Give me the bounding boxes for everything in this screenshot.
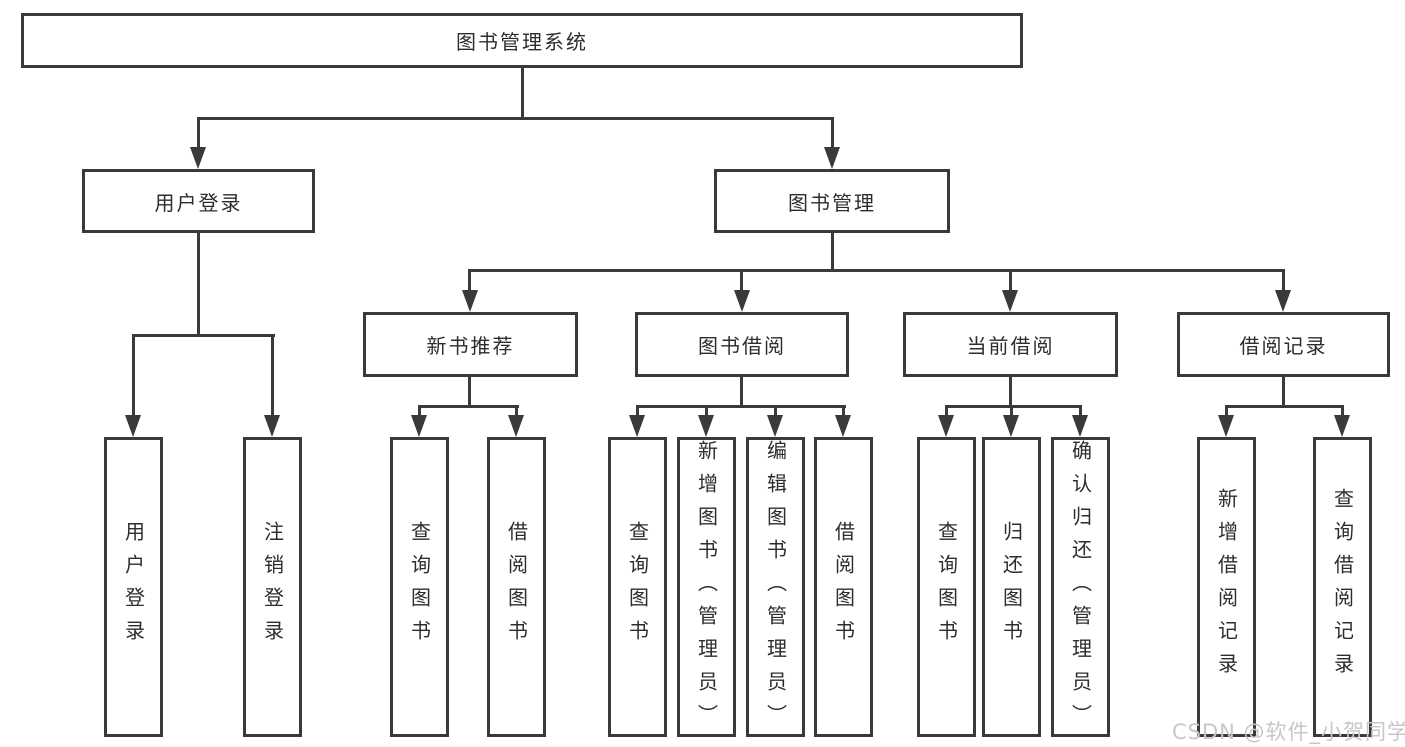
node-book-borrow: 图书借阅: [635, 312, 849, 377]
leaf-borrow-edit-books-admin: 编辑图书（管理员）: [746, 437, 805, 737]
connector-records-drop-1: [1225, 405, 1228, 417]
node-book-management-label: 图书管理: [788, 190, 876, 215]
node-book-borrow-label: 图书借阅: [698, 334, 786, 358]
arrow-down-icon: [1275, 290, 1291, 312]
node-current-borrow: 当前借阅: [903, 312, 1118, 377]
leaf-current-confirm-return-admin: 确认归还（管理员）: [1051, 437, 1110, 737]
connector-userlogin-stem: [197, 231, 200, 336]
arrow-down-icon: [1072, 415, 1088, 437]
connector-bookmgmt-drop-2: [740, 269, 743, 292]
connector-bookmgmt-bar: [468, 269, 1285, 272]
connector-current-stem: [1009, 375, 1012, 408]
leaf-borrow-query-books: 查询图书: [608, 437, 667, 737]
leaf-newbook-borrow-books-label: 借阅图书: [504, 521, 529, 653]
connector-current-bar: [945, 405, 1082, 408]
connector-current-drop-2: [1010, 405, 1013, 417]
arrow-down-icon: [734, 290, 750, 312]
leaf-records-add-record: 新增借阅记录: [1197, 437, 1256, 737]
connector-records-stem: [1282, 375, 1285, 408]
leaf-current-return-books: 归还图书: [982, 437, 1041, 737]
arrow-down-icon: [508, 415, 524, 437]
arrow-down-icon: [462, 290, 478, 312]
leaf-newbook-query-books: 查询图书: [390, 437, 449, 737]
connector-bookmgmt-stem: [831, 231, 834, 272]
node-new-book-recommend: 新书推荐: [363, 312, 578, 377]
leaf-borrow-add-books-admin: 新增图书（管理员）: [677, 437, 736, 737]
leaf-records-add-record-label: 新增借阅记录: [1214, 488, 1239, 686]
connector-borrow-drop-2: [705, 405, 708, 417]
leaf-borrow-borrow-books-label: 借阅图书: [831, 521, 856, 653]
csdn-watermark: CSDN @软件_小贺同学: [1172, 720, 1405, 744]
arrow-down-icon: [1334, 415, 1350, 437]
leaf-newbook-borrow-books: 借阅图书: [487, 437, 546, 737]
arrow-down-icon: [835, 415, 851, 437]
leaf-records-query-record: 查询借阅记录: [1313, 437, 1372, 737]
arrow-down-icon: [264, 415, 280, 437]
leaf-user-login: 用户登录: [104, 437, 163, 737]
connector-root-bar: [197, 117, 834, 120]
connector-userlogin-bar: [132, 334, 275, 337]
connector-current-drop-3: [1079, 405, 1082, 417]
node-current-borrow-label: 当前借阅: [966, 334, 1055, 358]
node-user-login: 用户登录: [82, 169, 315, 233]
arrow-down-icon: [1002, 290, 1018, 312]
leaf-borrow-query-books-label: 查询图书: [625, 521, 650, 653]
connector-bookmgmt-drop-4: [1282, 269, 1285, 292]
leaf-user-login-label: 用户登录: [121, 521, 146, 653]
connector-newbook-drop-2: [515, 405, 518, 417]
node-user-login-label: 用户登录: [154, 190, 243, 215]
arrow-down-icon: [190, 147, 206, 169]
arrow-down-icon: [938, 415, 954, 437]
arrow-down-icon: [1218, 415, 1234, 437]
connector-borrow-drop-3: [774, 405, 777, 417]
connector-borrow-drop-1: [636, 405, 639, 417]
connector-userlogin-drop-1: [132, 334, 135, 417]
connector-records-bar: [1225, 405, 1344, 408]
node-borrow-records: 借阅记录: [1177, 312, 1390, 377]
connector-newbook-bar: [418, 405, 519, 408]
leaf-borrow-edit-books-admin-label: 编辑图书（管理员）: [763, 440, 788, 737]
connector-newbook-drop-1: [418, 405, 421, 417]
arrow-down-icon: [125, 415, 141, 437]
connector-root-drop-right: [831, 117, 834, 153]
leaf-current-confirm-return-admin-label: 确认归还（管理员）: [1068, 440, 1093, 737]
connector-newbook-stem: [468, 375, 471, 408]
arrow-down-icon: [698, 415, 714, 437]
connector-current-drop-1: [945, 405, 948, 417]
node-root-label: 图书管理系统: [456, 30, 588, 54]
node-root: 图书管理系统: [21, 13, 1023, 68]
connector-borrow-bar: [636, 405, 846, 408]
node-new-book-recommend-label: 新书推荐: [426, 334, 515, 358]
connector-borrow-drop-4: [842, 405, 845, 417]
connector-userlogin-drop-2: [271, 334, 274, 417]
leaf-newbook-query-books-label: 查询图书: [407, 521, 432, 653]
connector-root-stem: [521, 66, 524, 120]
leaf-current-return-books-label: 归还图书: [999, 521, 1024, 653]
leaf-logout-label: 注销登录: [260, 521, 285, 653]
leaf-logout: 注销登录: [243, 437, 302, 737]
connector-root-drop-left: [197, 117, 200, 153]
arrow-down-icon: [629, 415, 645, 437]
arrow-down-icon: [767, 415, 783, 437]
connector-bookmgmt-drop-1: [468, 269, 471, 292]
arrow-down-icon: [411, 415, 427, 437]
arrow-down-icon: [824, 147, 840, 169]
leaf-borrow-borrow-books: 借阅图书: [814, 437, 873, 737]
leaf-current-query-books: 查询图书: [917, 437, 976, 737]
connector-bookmgmt-drop-3: [1009, 269, 1012, 292]
connector-borrow-stem: [740, 375, 743, 408]
leaf-borrow-add-books-admin-label: 新增图书（管理员）: [694, 440, 719, 737]
arrow-down-icon: [1003, 415, 1019, 437]
leaf-records-query-record-label: 查询借阅记录: [1330, 488, 1355, 686]
connector-records-drop-2: [1341, 405, 1344, 417]
node-book-management: 图书管理: [714, 169, 950, 233]
leaf-current-query-books-label: 查询图书: [934, 521, 959, 653]
node-borrow-records-label: 借阅记录: [1239, 334, 1328, 358]
